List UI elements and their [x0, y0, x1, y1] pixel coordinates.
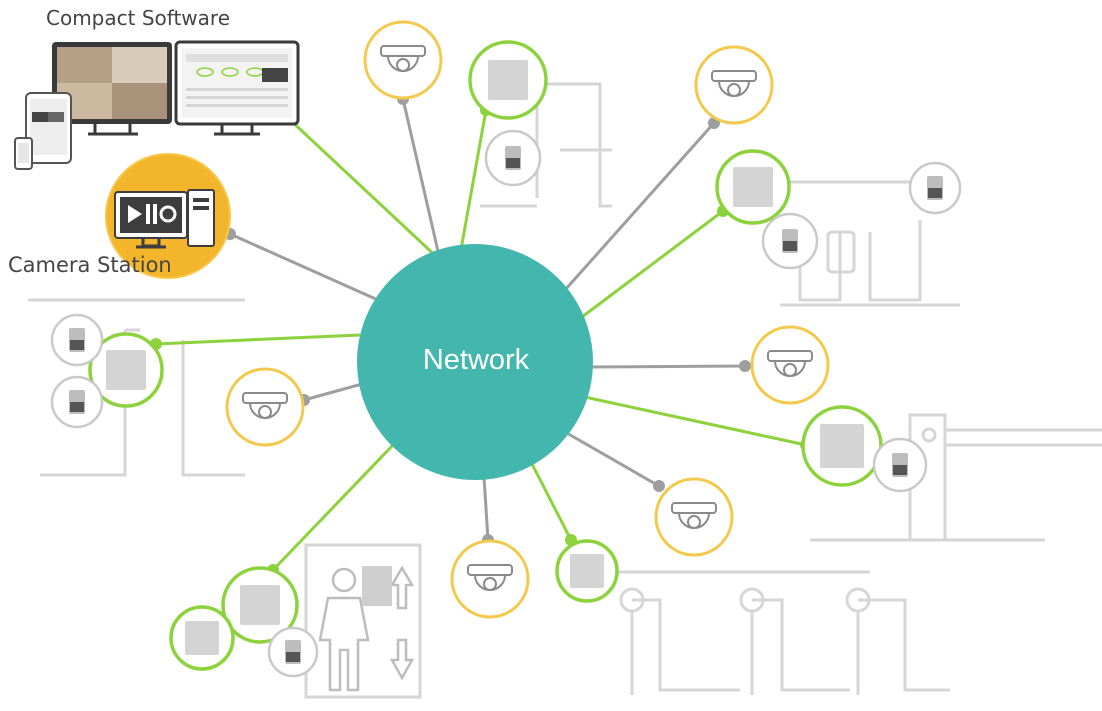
dome-camera-icon [363, 20, 443, 100]
door-controller-icon [169, 605, 235, 671]
elevator-controller-icon [362, 566, 392, 606]
link-controller-top-right [577, 209, 724, 322]
network-hub [357, 244, 593, 480]
card-reader-icon [484, 129, 542, 187]
dome-camera-icon [694, 45, 774, 125]
card-reader-icon [761, 212, 819, 270]
link-compact-software [270, 101, 442, 262]
link-camera-bottom [482, 476, 490, 541]
link-camera-top [401, 98, 442, 261]
dome-camera-icon [654, 477, 734, 557]
compact-software-icon [14, 40, 300, 170]
link-controller-top [458, 109, 488, 256]
dome-camera-icon [225, 367, 305, 447]
link-camera-bottom-right [564, 430, 660, 488]
card-reader-icon [267, 626, 319, 678]
link-controller-left [155, 333, 361, 346]
hub-label: Network [422, 344, 530, 376]
compact-software-label: Compact Software [46, 6, 230, 30]
door-controller-icon [801, 405, 883, 487]
card-reader-icon [908, 161, 962, 215]
link-controller-bottom [528, 459, 573, 541]
card-reader-icon [50, 313, 104, 367]
door-controller-icon [715, 149, 791, 225]
link-controller-bottom-left [271, 443, 395, 572]
link-camera-left [303, 382, 363, 402]
door-controller-icon [468, 40, 548, 120]
door-controller-icon [555, 539, 619, 603]
link-camera-right [587, 364, 746, 369]
card-reader-icon [50, 375, 104, 429]
connection-lines [155, 98, 807, 572]
door-controller-icon [221, 566, 299, 644]
link-camera-station [229, 232, 379, 302]
background-scenery [28, 72, 1102, 699]
dome-camera-icon [450, 539, 530, 619]
camera-station-label: Camera Station [8, 253, 172, 277]
card-reader-icon [872, 437, 928, 493]
camera-station-icon [105, 153, 231, 279]
elevator-person-icon [318, 565, 415, 692]
link-controller-right [579, 394, 807, 447]
link-camera-top-right [563, 122, 716, 291]
door-controller-icon [88, 332, 164, 408]
dome-camera-icon [750, 325, 830, 405]
